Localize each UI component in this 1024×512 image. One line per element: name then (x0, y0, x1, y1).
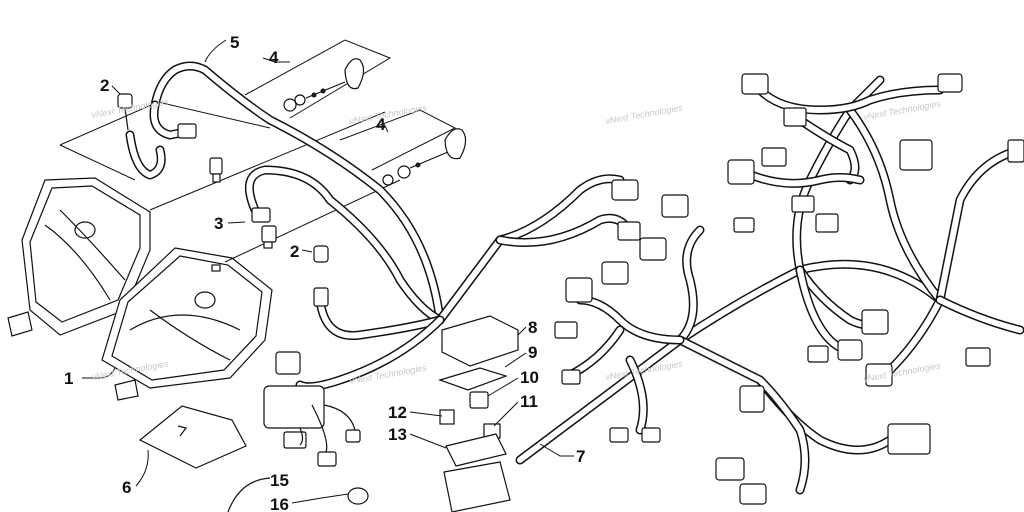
headlight-harness (125, 61, 445, 341)
bulb-socket-lower (261, 225, 329, 263)
callout-2-upper: 2 (100, 76, 109, 95)
callout-4-upper: 4 (269, 48, 279, 67)
callout-10: 10 (520, 368, 539, 387)
callout-2-lower: 2 (290, 242, 299, 261)
watermark-3: vNext Technologies (605, 102, 684, 126)
decal-sheet (138, 405, 247, 469)
callout-9: 9 (528, 343, 537, 362)
callout-12: 12 (388, 403, 407, 422)
callout-labels: 1 2 2 3 4 4 5 6 7 8 9 10 11 12 13 15 16 (64, 33, 585, 512)
callout-1: 1 (64, 369, 73, 388)
lower-left-connectors (263, 351, 361, 467)
callout-16: 16 (270, 495, 289, 512)
headlight-right (101, 247, 273, 401)
callout-leaders (82, 39, 574, 504)
callout-5: 5 (230, 33, 239, 52)
callout-6: 6 (122, 478, 131, 497)
callout-15: 15 (270, 471, 289, 490)
adjuster-lower (382, 128, 467, 186)
relay-box (438, 315, 519, 512)
main-harness (295, 75, 1024, 495)
cable-tie (227, 477, 369, 512)
callout-4-lower: 4 (376, 115, 386, 134)
callout-7: 7 (576, 447, 585, 466)
bulb-socket-upper (117, 93, 223, 183)
callout-3: 3 (214, 214, 223, 233)
watermark-6: vNext Technologies (349, 362, 428, 386)
harness-connectors (554, 73, 1024, 505)
adjuster-upper (283, 58, 365, 112)
callout-13: 13 (388, 425, 407, 444)
callout-8: 8 (528, 318, 537, 337)
callout-11: 11 (520, 392, 538, 411)
